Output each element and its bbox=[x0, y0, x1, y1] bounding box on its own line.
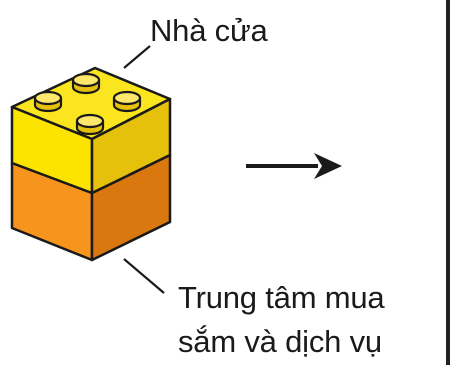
leader-line-bottom bbox=[123, 258, 165, 294]
stacked-lego-brick-icon bbox=[10, 66, 172, 262]
label-top-block: Nhà cửa bbox=[150, 13, 268, 48]
right-arrow-icon bbox=[246, 153, 342, 179]
yellow-brick-side bbox=[90, 97, 172, 195]
leader-line-top bbox=[123, 45, 151, 69]
stud-back bbox=[71, 72, 101, 95]
label-bottom-block-line2: sắm và dịch vụ bbox=[178, 324, 382, 359]
stud-left bbox=[33, 90, 63, 113]
right-edge-border bbox=[446, 0, 450, 365]
stud-right bbox=[112, 90, 142, 113]
stud-front bbox=[75, 113, 105, 136]
label-bottom-block-line1: Trung tâm mua bbox=[178, 280, 385, 315]
